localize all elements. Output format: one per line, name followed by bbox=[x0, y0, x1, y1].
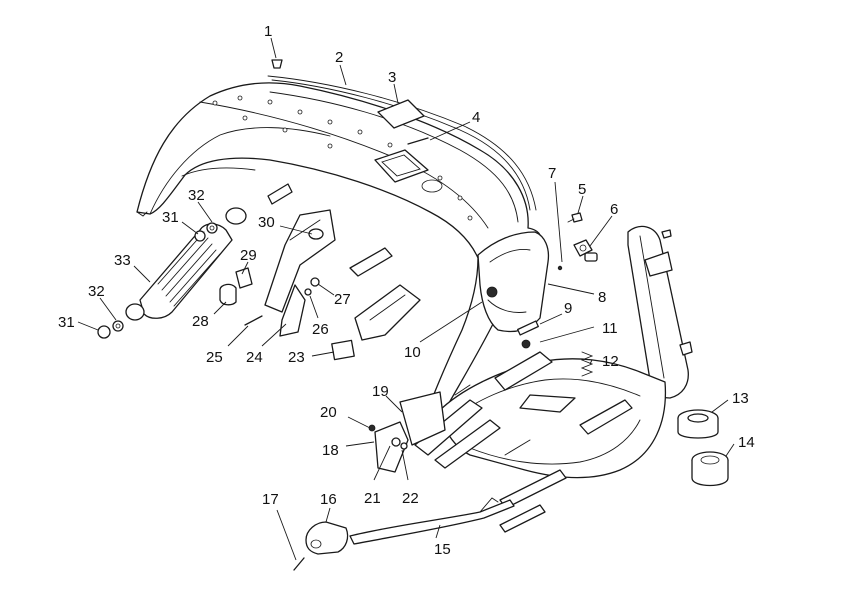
callout-32-lower: 32 bbox=[88, 283, 105, 300]
callout-16: 16 bbox=[320, 491, 337, 508]
callout-23: 23 bbox=[288, 349, 305, 366]
body-frame-part bbox=[136, 75, 542, 439]
callout-26: 26 bbox=[312, 321, 329, 338]
callout-5: 5 bbox=[578, 181, 586, 198]
shock-absorber-part bbox=[97, 207, 247, 339]
callout-31-upper: 31 bbox=[162, 209, 179, 226]
callout-31-lower: 31 bbox=[58, 314, 75, 331]
callout-3: 3 bbox=[388, 69, 396, 86]
callout-6: 6 bbox=[610, 201, 618, 218]
leader-lines bbox=[77, 37, 735, 561]
lower-frame-part bbox=[414, 351, 667, 533]
callout-27: 27 bbox=[334, 291, 351, 308]
callout-33: 33 bbox=[114, 252, 131, 269]
bush-parts bbox=[677, 409, 729, 487]
callout-30: 30 bbox=[258, 214, 275, 231]
callout-24: 24 bbox=[246, 349, 263, 366]
stand-arm-part bbox=[349, 497, 515, 545]
end-cap-part bbox=[293, 521, 349, 571]
callout-11: 11 bbox=[602, 320, 618, 337]
callout-28: 28 bbox=[192, 313, 209, 330]
callout-21: 21 bbox=[364, 490, 381, 507]
callout-32-upper: 32 bbox=[188, 187, 205, 204]
callout-4: 4 bbox=[472, 109, 480, 126]
callout-13: 13 bbox=[732, 390, 749, 407]
callout-9: 9 bbox=[564, 300, 572, 317]
callout-19: 19 bbox=[372, 383, 389, 400]
callout-17: 17 bbox=[262, 491, 279, 508]
callout-22: 22 bbox=[402, 490, 419, 507]
side-panel-part bbox=[477, 231, 550, 333]
callout-labels: 1 2 3 4 5 6 7 8 9 10 11 12 13 14 15 16 1… bbox=[58, 23, 755, 558]
callout-2: 2 bbox=[335, 49, 343, 66]
callout-18: 18 bbox=[322, 442, 339, 459]
lock-part bbox=[567, 212, 598, 262]
bracket-cluster-part bbox=[368, 391, 446, 473]
callout-20: 20 bbox=[320, 404, 337, 421]
callout-29: 29 bbox=[240, 247, 257, 264]
callout-10: 10 bbox=[404, 344, 421, 361]
hardware-part bbox=[486, 265, 594, 377]
callout-25: 25 bbox=[206, 349, 223, 366]
callout-14: 14 bbox=[738, 434, 755, 451]
callout-15: 15 bbox=[434, 541, 451, 558]
top-small-parts bbox=[271, 59, 429, 145]
callout-8: 8 bbox=[598, 289, 606, 306]
callout-7: 7 bbox=[548, 165, 556, 182]
callout-12: 12 bbox=[602, 353, 619, 370]
callout-1: 1 bbox=[264, 23, 272, 40]
